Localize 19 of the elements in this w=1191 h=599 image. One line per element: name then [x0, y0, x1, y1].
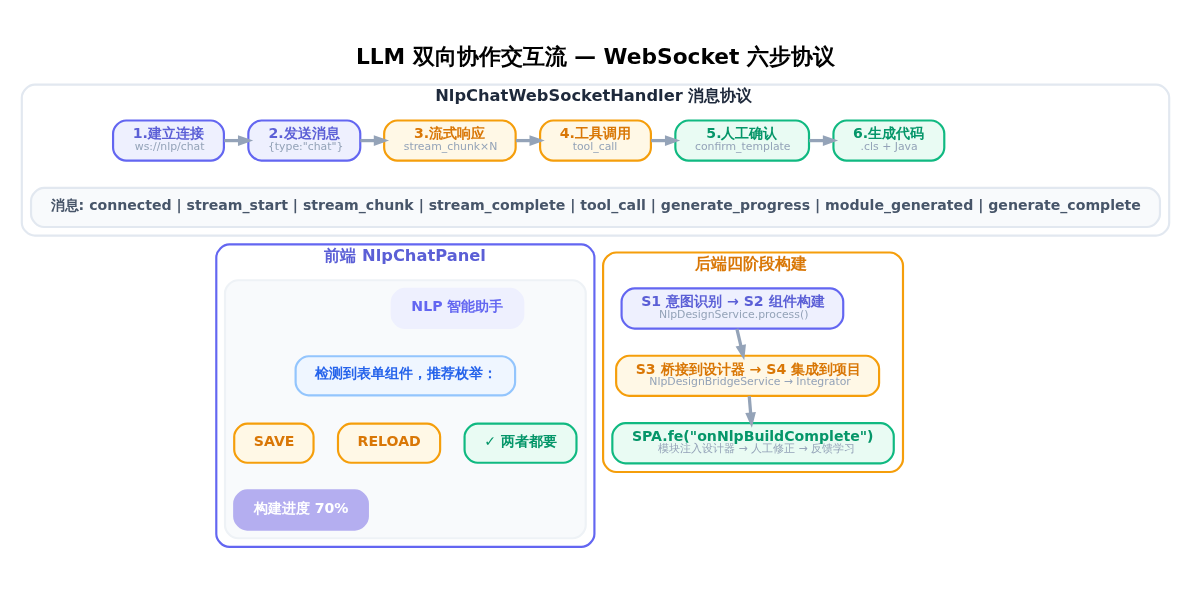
- node-box: 2.发送消息 {type:"chat"}: [247, 119, 362, 162]
- node-box: 1.建立连接 ws://nlp/chat: [112, 119, 225, 162]
- node-box: 检测到表单组件，推荐枚举：: [294, 355, 517, 397]
- node-box: RELOAD: [336, 422, 442, 464]
- node-box: 4.工具调用 tool_call: [539, 119, 652, 162]
- node-box: SPA.fe("onNlpBuildComplete") 模块注入设计器 → 人工修正 → 反馈学习: [611, 422, 895, 465]
- node-box: 消息: connected | stream_start | stream_chunk | stream_complete | tool_call | generate_progress | module_generated | generate_complete: [29, 186, 1162, 229]
- arrow: [735, 328, 746, 361]
- node-box: S1 意图识别 → S2 组件构建 NlpDesignService.process(): [620, 287, 845, 330]
- diagram-title: LLM 双向协作交互流 — WebSocket 六步协议: [355, 43, 836, 69]
- arrow: [745, 396, 756, 428]
- node-box: SAVE: [233, 422, 315, 464]
- node-box: 3.流式响应 stream_chunk×N: [383, 119, 517, 162]
- node-box: ✓ 两者都要: [463, 422, 578, 464]
- cluster: [223, 279, 587, 540]
- node-box: 5.人工确认 confirm_template: [674, 119, 811, 162]
- node-box: 构建进度 70%: [233, 489, 369, 531]
- node-box: S3 桥接到设计器 → S4 集成到项目 NlpDesignBridgeService → Integrator: [615, 354, 881, 397]
- node-box: 6.生成代码 .cls + Java: [832, 119, 946, 162]
